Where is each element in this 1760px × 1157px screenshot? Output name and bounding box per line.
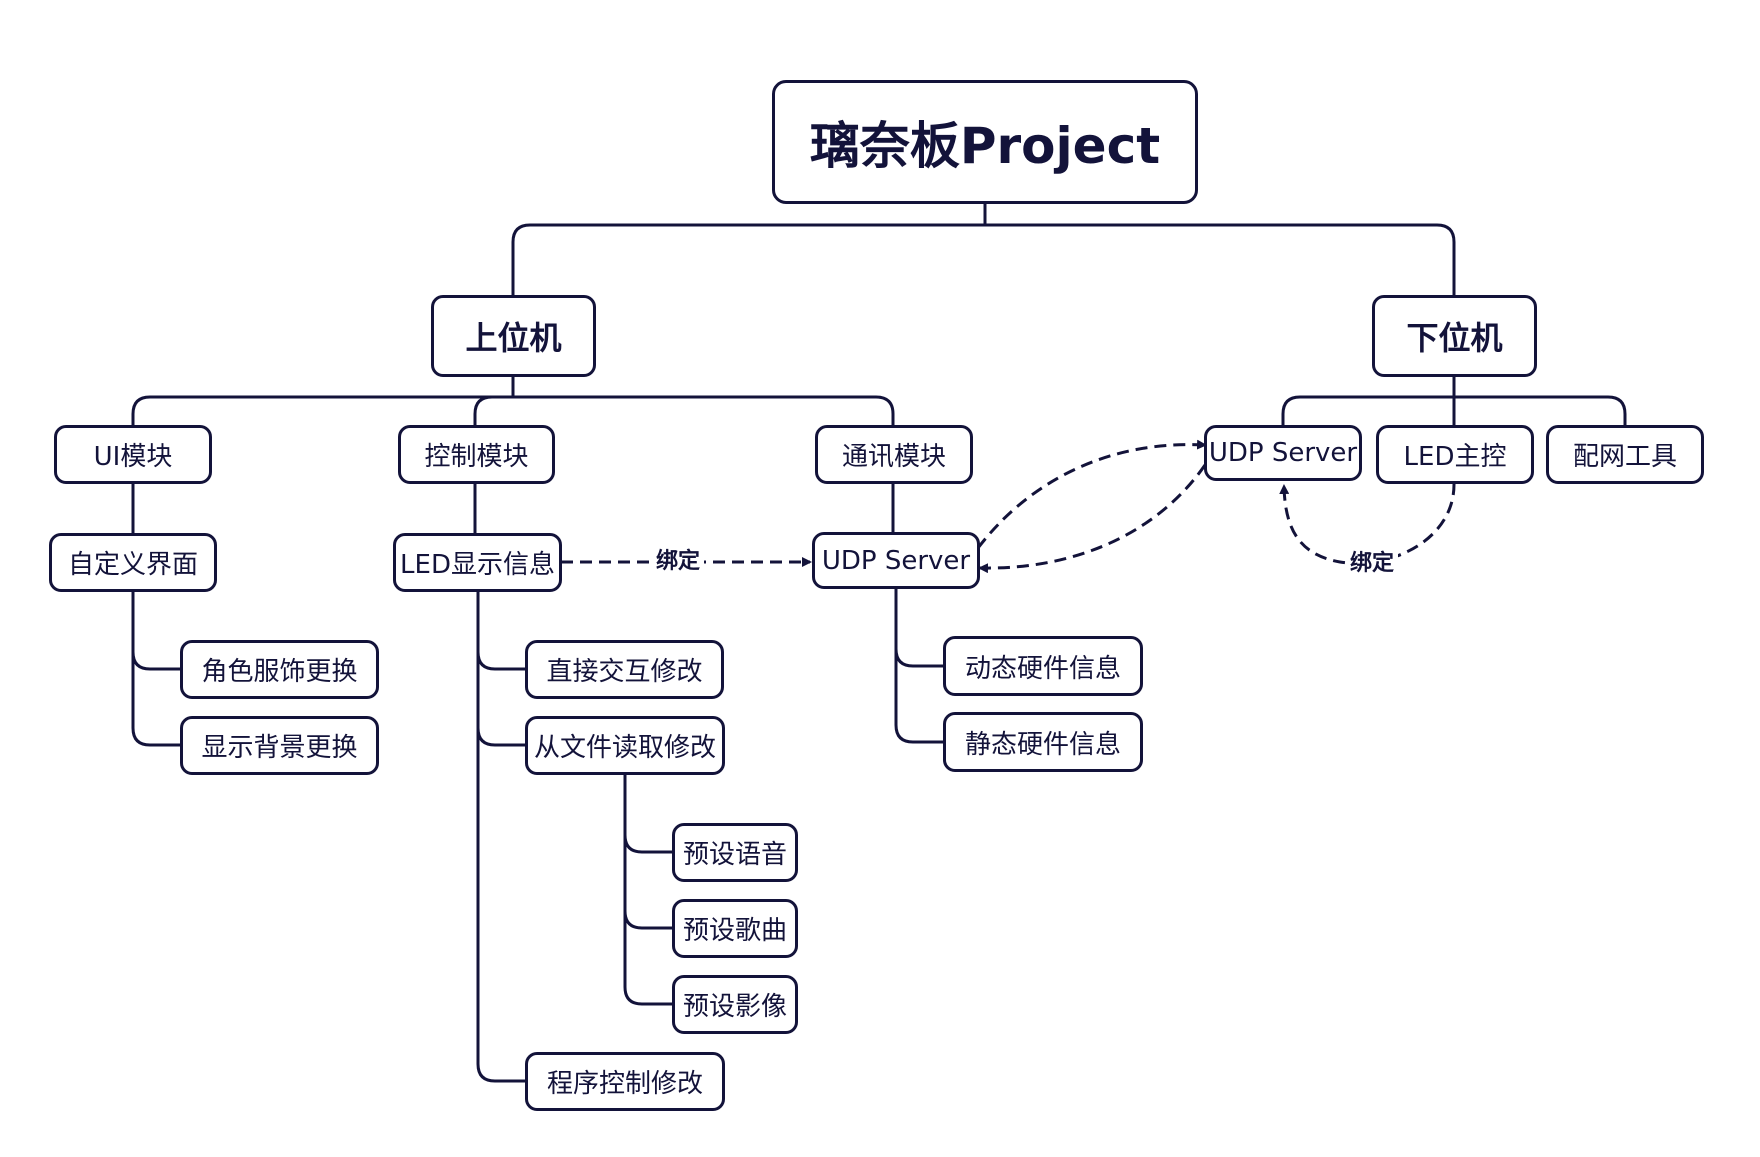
- connector-udp-to-dynamic: [894, 588, 943, 668]
- bind-label-led-master-udp: 绑定: [1346, 551, 1399, 577]
- connector-custom-to-costume: [131, 591, 180, 671]
- network-tool-node: 配网工具: [1546, 425, 1704, 484]
- connector-upper-to-control: [473, 395, 513, 425]
- preset-song-node: 预设歌曲: [672, 899, 798, 958]
- arrow-pc-udp-to-mcu-udp: [976, 439, 1207, 549]
- lower-computer-node: 下位机: [1372, 295, 1537, 377]
- connector-file-to-video: [623, 911, 672, 1006]
- dynamic-hw-info-node: 动态硬件信息: [943, 636, 1143, 696]
- connector-upper-to-comm: [513, 395, 895, 425]
- comm-module-node: 通讯模块: [815, 425, 973, 484]
- connector-upper-to-ui: [131, 395, 513, 425]
- connector-udp-to-static: [894, 649, 943, 744]
- custom-ui-node: 自定义界面: [49, 533, 217, 592]
- connector-lower-to-udp: [1281, 395, 1454, 425]
- tree-connectors: [131, 203, 1627, 1083]
- connector-led-to-program: [476, 728, 525, 1083]
- costume-change-node: 角色服饰更换: [180, 640, 379, 699]
- preset-voice-node: 预设语音: [672, 823, 798, 882]
- arrow-mcu-udp-to-pc-udp: [978, 464, 1207, 574]
- mcu-udp-server-node: UDP Server: [1204, 425, 1362, 481]
- led-master-node: LED主控: [1376, 425, 1534, 484]
- file-edit-node: 从文件读取修改: [525, 716, 725, 775]
- program-edit-node: 程序控制修改: [525, 1052, 725, 1111]
- background-change-node: 显示背景更换: [180, 716, 379, 775]
- pc-udp-server-node: UDP Server: [812, 532, 980, 589]
- led-display-node: LED显示信息: [393, 533, 562, 592]
- preset-video-node: 预设影像: [672, 975, 798, 1034]
- control-module-node: 控制模块: [398, 425, 555, 484]
- arrow-led-master-to-mcu-udp: [1279, 482, 1456, 565]
- root-node: 璃奈板Project: [772, 80, 1198, 204]
- connector-root-to-upper: [511, 223, 985, 295]
- connector-led-to-direct: [476, 591, 525, 671]
- static-hw-info-node: 静态硬件信息: [943, 712, 1143, 772]
- connector-root-to-lower: [985, 223, 1456, 295]
- upper-computer-node: 上位机: [431, 295, 596, 377]
- connector-file-to-voice: [623, 775, 672, 854]
- connector-custom-to-background: [131, 652, 180, 747]
- ui-module-node: UI模块: [54, 425, 212, 484]
- bind-label-led-udp: 绑定: [652, 549, 705, 575]
- connector-lower-to-netcfg: [1454, 395, 1627, 425]
- direct-edit-node: 直接交互修改: [525, 640, 724, 699]
